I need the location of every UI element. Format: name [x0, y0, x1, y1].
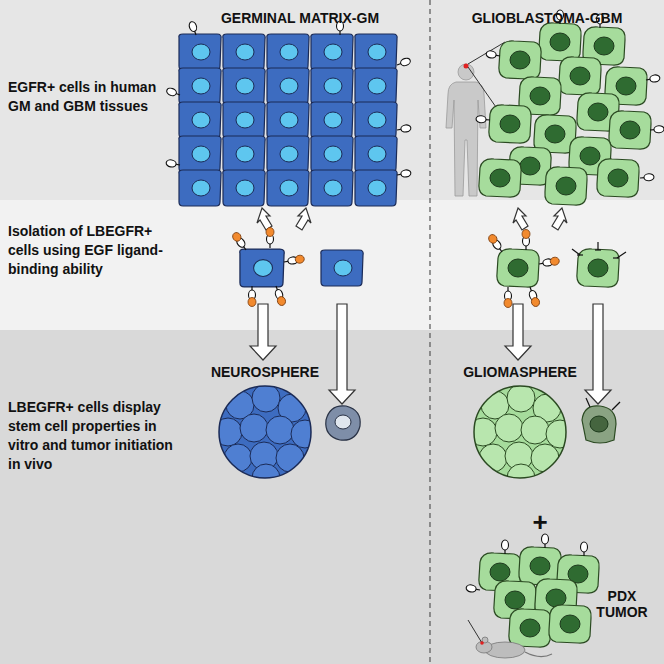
figure-label: PDX TUMOR [589, 588, 655, 620]
figure-label: + [525, 508, 555, 538]
figure-label: NEUROSPHERE [195, 364, 335, 380]
row-label: Isolation of LBEGFR+ cells using EGF lig… [8, 222, 176, 279]
column-heading: GLIOBLASTOMA-GBM [437, 10, 657, 26]
figure-label: GLIOMASPHERE [445, 364, 595, 380]
row-label: LBEGFR+ cells display stem cell properti… [8, 398, 176, 474]
row-label: EGFR+ cells in human GM and GBM tissues [8, 78, 176, 116]
column-heading: GERMINAL MATRIX-GM [190, 10, 410, 26]
